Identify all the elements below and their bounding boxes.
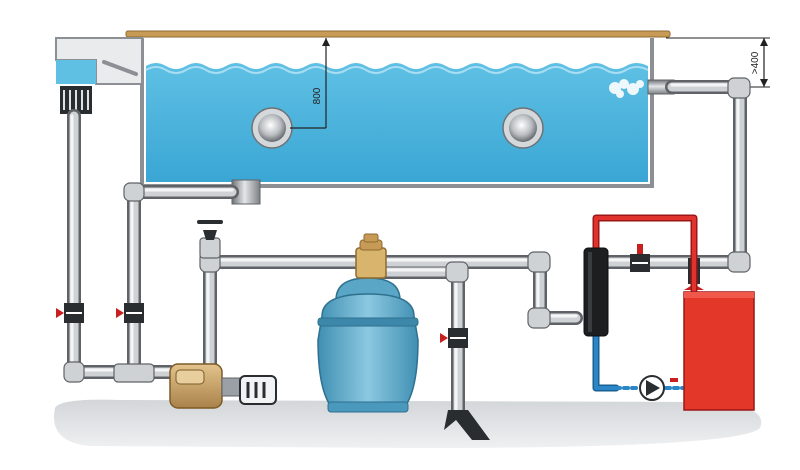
- cold-pipe-loop: [592, 328, 686, 392]
- hot-pipe-loop: [592, 214, 698, 294]
- ball-valve-waste-line[interactable]: [440, 328, 468, 348]
- waste-drain: [444, 410, 490, 440]
- pipe-fittings: [63, 77, 751, 383]
- ball-valve-skimmer-line[interactable]: [56, 303, 84, 323]
- circulator-pump: [639, 375, 678, 401]
- skimmer: [55, 37, 143, 114]
- depth-label: 800: [312, 87, 323, 104]
- height-label: >400: [750, 51, 761, 74]
- pool-basin: [125, 30, 671, 188]
- circulation-pump: [169, 363, 277, 409]
- wall-inlet-left: [251, 107, 293, 149]
- ball-valve-drain-line[interactable]: [116, 303, 144, 323]
- air-release-valve: [197, 220, 223, 240]
- boiler: [683, 291, 755, 411]
- overflow-nozzle: [609, 79, 675, 98]
- depth-dimension: 800: [290, 38, 330, 129]
- pool-deck: [125, 30, 671, 38]
- ground-slab: [54, 399, 762, 448]
- sand-filter: [317, 277, 419, 413]
- ball-valve-return-bypass[interactable]: [630, 244, 650, 272]
- heat-exchanger: [583, 247, 609, 337]
- multiport-valve[interactable]: [355, 233, 387, 279]
- pool-water: [146, 63, 648, 182]
- wall-inlet-right: [502, 107, 544, 149]
- height-dimension: >400: [666, 37, 770, 88]
